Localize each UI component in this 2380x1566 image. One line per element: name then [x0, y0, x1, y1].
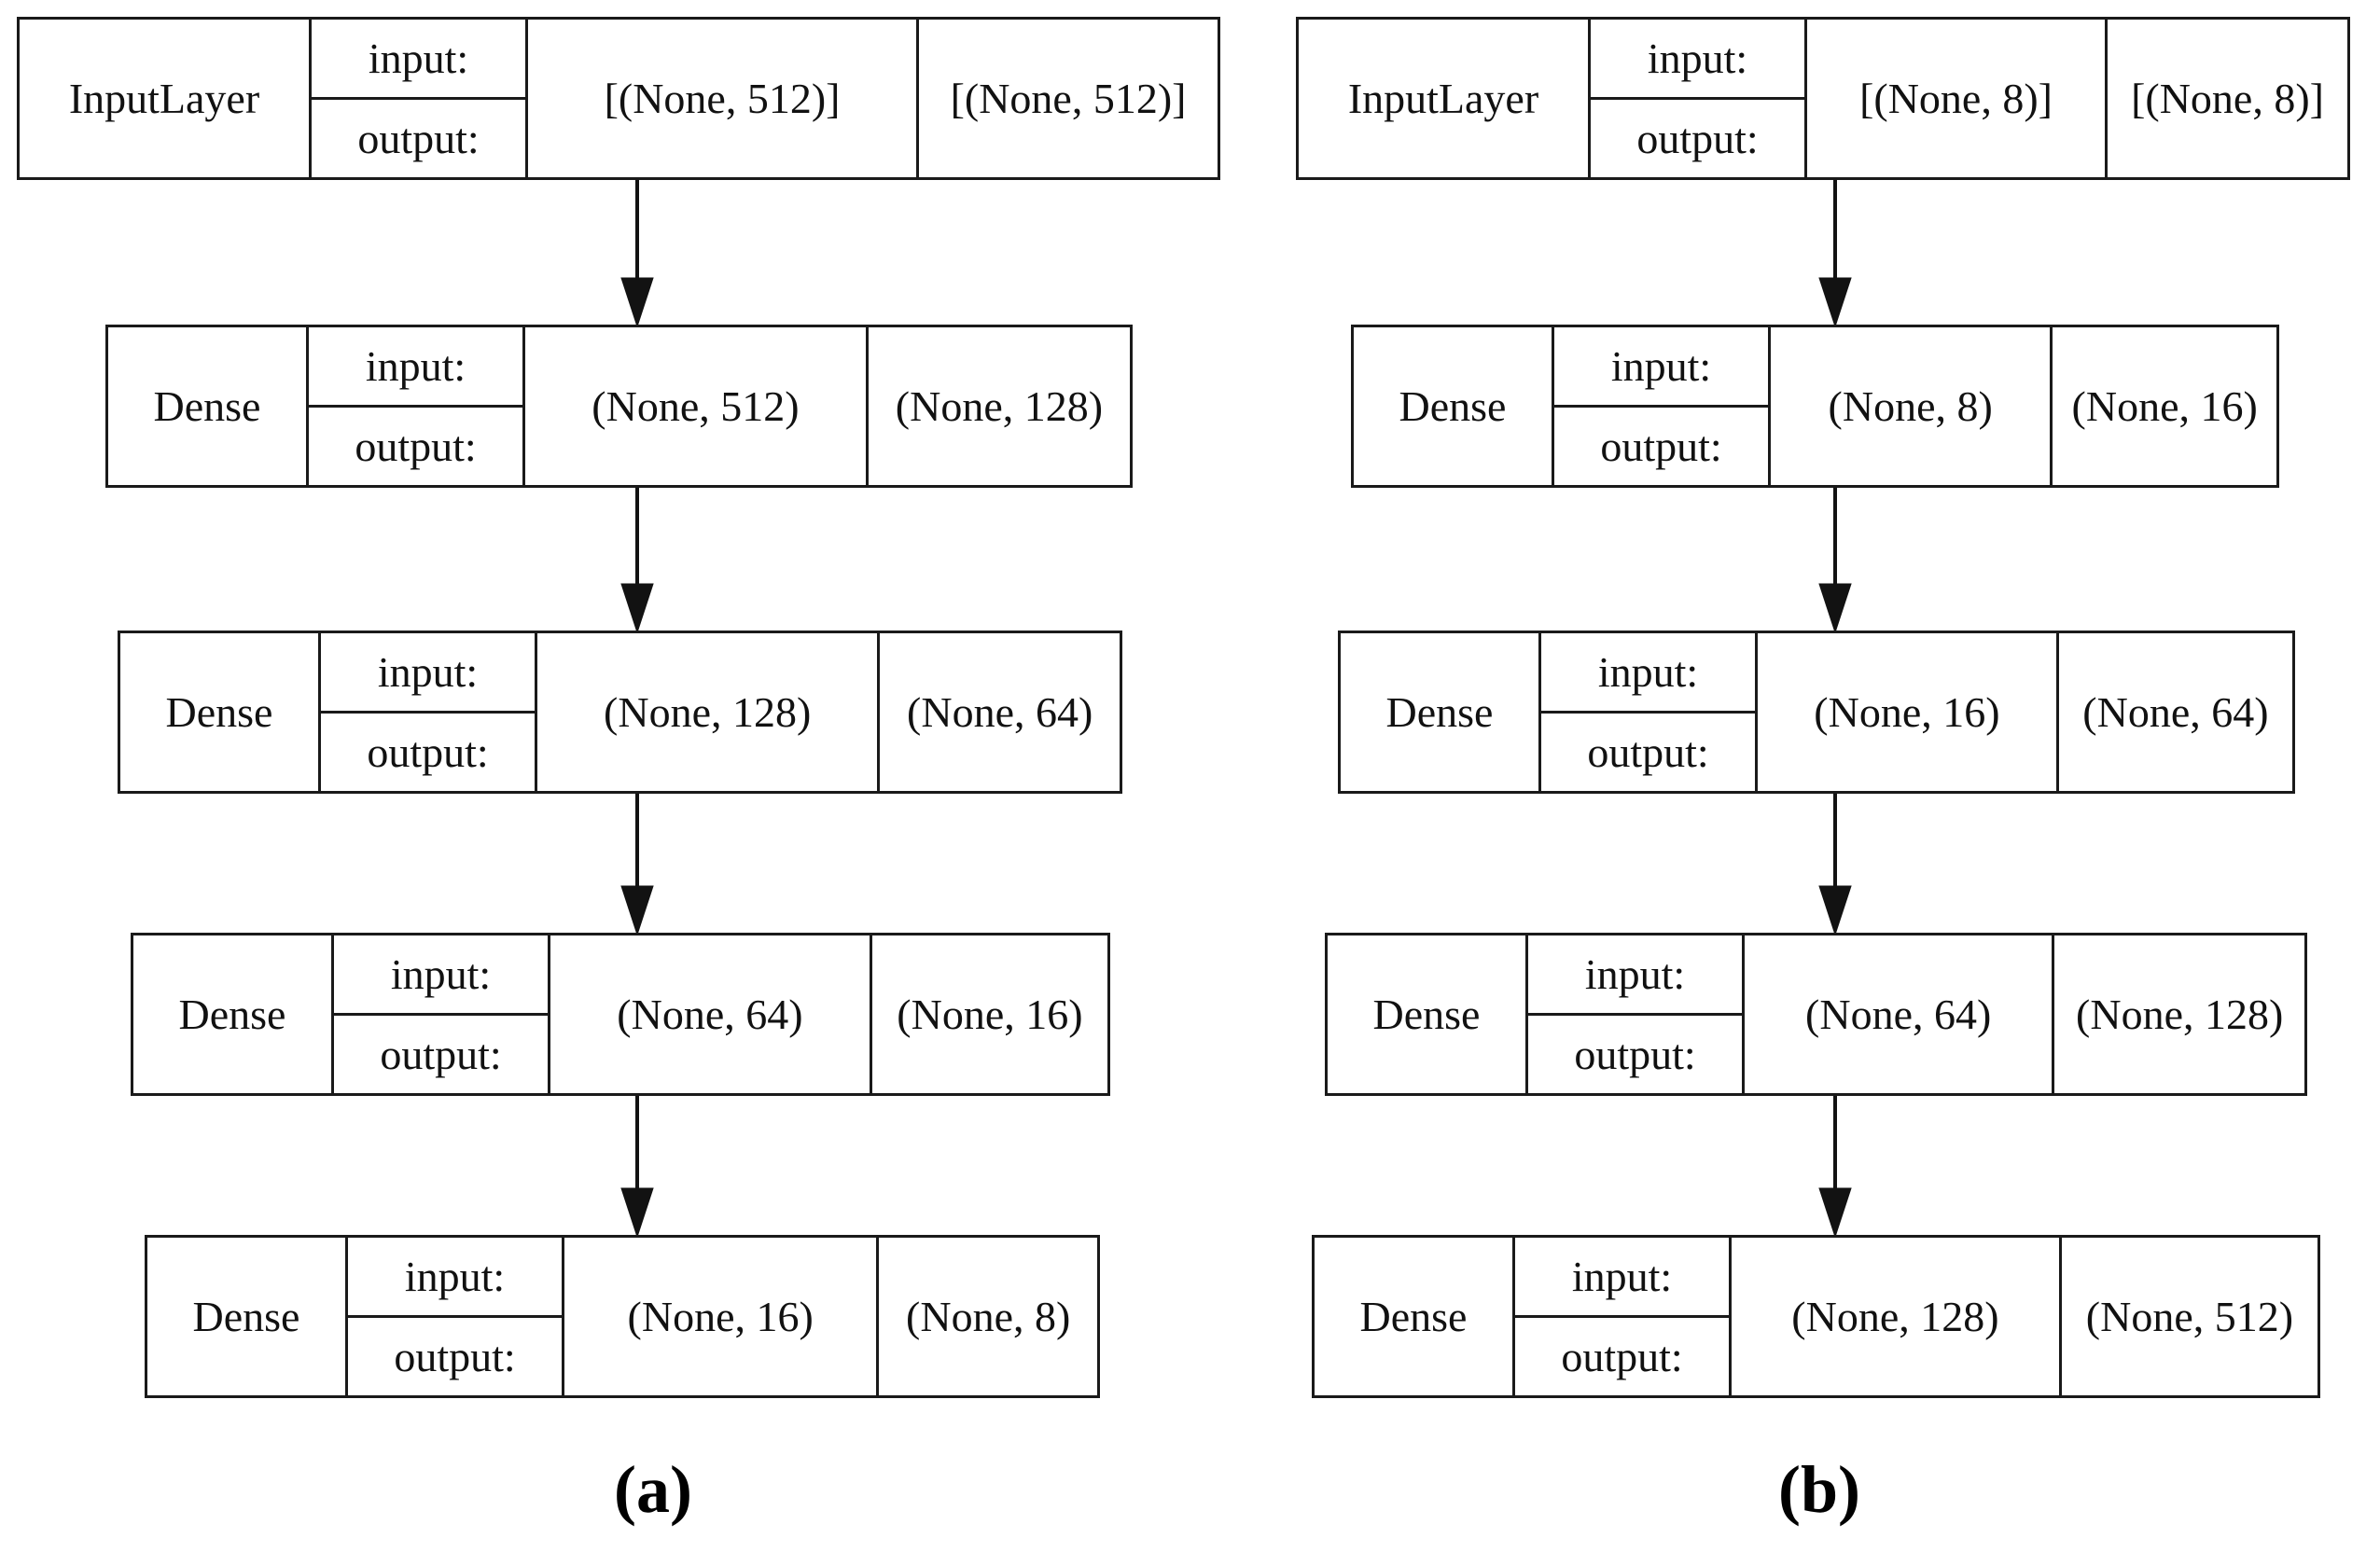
layer-node-dense: Dense input: output:(None, 16)(None, 64) — [1338, 631, 2295, 794]
output-label: output: — [348, 1315, 562, 1395]
layer-type-label: Dense — [1385, 687, 1494, 736]
input-shape-value: (None, 128) — [1729, 1238, 2059, 1395]
input-label: input: — [365, 341, 466, 390]
input-label: input: — [390, 949, 492, 998]
output-shape-value: (None, 64) — [877, 633, 1120, 791]
connector-arrow — [1818, 488, 1852, 634]
io-label-column: input: output: — [1538, 633, 1755, 791]
input-label: input: — [377, 647, 479, 696]
layer-type-label: InputLayer — [1347, 74, 1539, 122]
output-label: output: — [1554, 405, 1768, 485]
layer-node-dense: Dense input: output:(None, 128)(None, 64) — [118, 631, 1122, 794]
layer-type-label: Dense — [1372, 990, 1481, 1038]
output-label: output: — [1591, 97, 1804, 177]
connector-arrow — [1818, 1096, 1852, 1239]
layer-type-label: Dense — [165, 687, 273, 736]
layer-type-label: Dense — [1359, 1292, 1468, 1340]
connector-arrow — [620, 488, 654, 634]
input-label: input: — [404, 1252, 506, 1300]
io-label-column: input: output: — [1552, 327, 1768, 485]
io-label-column: input: output: — [331, 935, 548, 1093]
subfigure-caption-b: (b) — [1778, 1452, 1860, 1527]
output-label: output: — [309, 405, 522, 485]
output-label: output: — [1515, 1315, 1729, 1395]
layer-node-dense: Dense input: output:(None, 512)(None, 128) — [105, 325, 1133, 488]
layer-node-dense: Dense input: output:(None, 64)(None, 128) — [1325, 933, 2307, 1096]
layer-node-dense: Dense input: output:(None, 16)(None, 8) — [145, 1235, 1100, 1398]
io-label-column: input: output: — [306, 327, 522, 485]
input-shape-value: (None, 8) — [1768, 327, 2050, 485]
io-label-column: input: output: — [1525, 935, 1742, 1093]
output-label: output: — [1528, 1013, 1742, 1093]
layer-node-dense: Dense input: output:(None, 64)(None, 16) — [131, 933, 1110, 1096]
layer-type-label: InputLayer — [68, 74, 260, 122]
layer-type-label: Dense — [153, 381, 261, 430]
io-label-column: input: output: — [1512, 1238, 1729, 1395]
output-shape-value: (None, 512) — [2058, 1238, 2317, 1395]
output-label: output: — [312, 97, 525, 177]
input-label: input: — [1610, 341, 1712, 390]
input-shape-value: (None, 512) — [522, 327, 866, 485]
connector-arrow — [620, 180, 654, 328]
io-label-column: input: output: — [318, 633, 535, 791]
layer-type-label: Dense — [192, 1292, 300, 1340]
input-shape-value: (None, 64) — [1742, 935, 2052, 1093]
input-shape-value: (None, 128) — [535, 633, 877, 791]
output-shape-value: (None, 128) — [865, 327, 1130, 485]
io-label-column: input: output: — [345, 1238, 562, 1395]
subfigure-caption-a: (a) — [614, 1452, 692, 1527]
output-shape-value: [(None, 512)] — [916, 20, 1218, 177]
io-label-column: input: output: — [1588, 20, 1804, 177]
connector-arrow — [1818, 794, 1852, 936]
connector-arrow — [620, 1096, 654, 1239]
input-shape-value: (None, 16) — [562, 1238, 876, 1395]
layer-node-dense: Dense input: output:(None, 8)(None, 16) — [1351, 325, 2279, 488]
input-label: input: — [1597, 647, 1699, 696]
input-label: input: — [368, 34, 469, 82]
input-shape-value: (None, 64) — [548, 935, 870, 1093]
io-label-column: input: output: — [309, 20, 525, 177]
output-label: output: — [334, 1013, 548, 1093]
output-shape-value: (None, 16) — [869, 935, 1107, 1093]
output-shape-value: (None, 64) — [2055, 633, 2292, 791]
layer-type-label: Dense — [1399, 381, 1507, 430]
output-shape-value: [(None, 8)] — [2105, 20, 2347, 177]
connector-arrow — [1818, 180, 1852, 328]
output-shape-value: (None, 16) — [2050, 327, 2276, 485]
output-shape-value: (None, 8) — [876, 1238, 1097, 1395]
input-shape-value: [(None, 8)] — [1804, 20, 2105, 177]
input-label: input: — [1647, 34, 1748, 82]
output-shape-value: (None, 128) — [2052, 935, 2304, 1093]
input-shape-value: (None, 16) — [1755, 633, 2056, 791]
input-shape-value: [(None, 512)] — [525, 20, 916, 177]
output-label: output: — [321, 711, 535, 791]
input-label: input: — [1571, 1252, 1673, 1300]
output-label: output: — [1541, 711, 1755, 791]
connector-arrow — [620, 794, 654, 936]
layer-type-label: Dense — [178, 990, 286, 1038]
input-label: input: — [1584, 949, 1686, 998]
layer-node-dense: Dense input: output:(None, 128)(None, 512) — [1312, 1235, 2320, 1398]
